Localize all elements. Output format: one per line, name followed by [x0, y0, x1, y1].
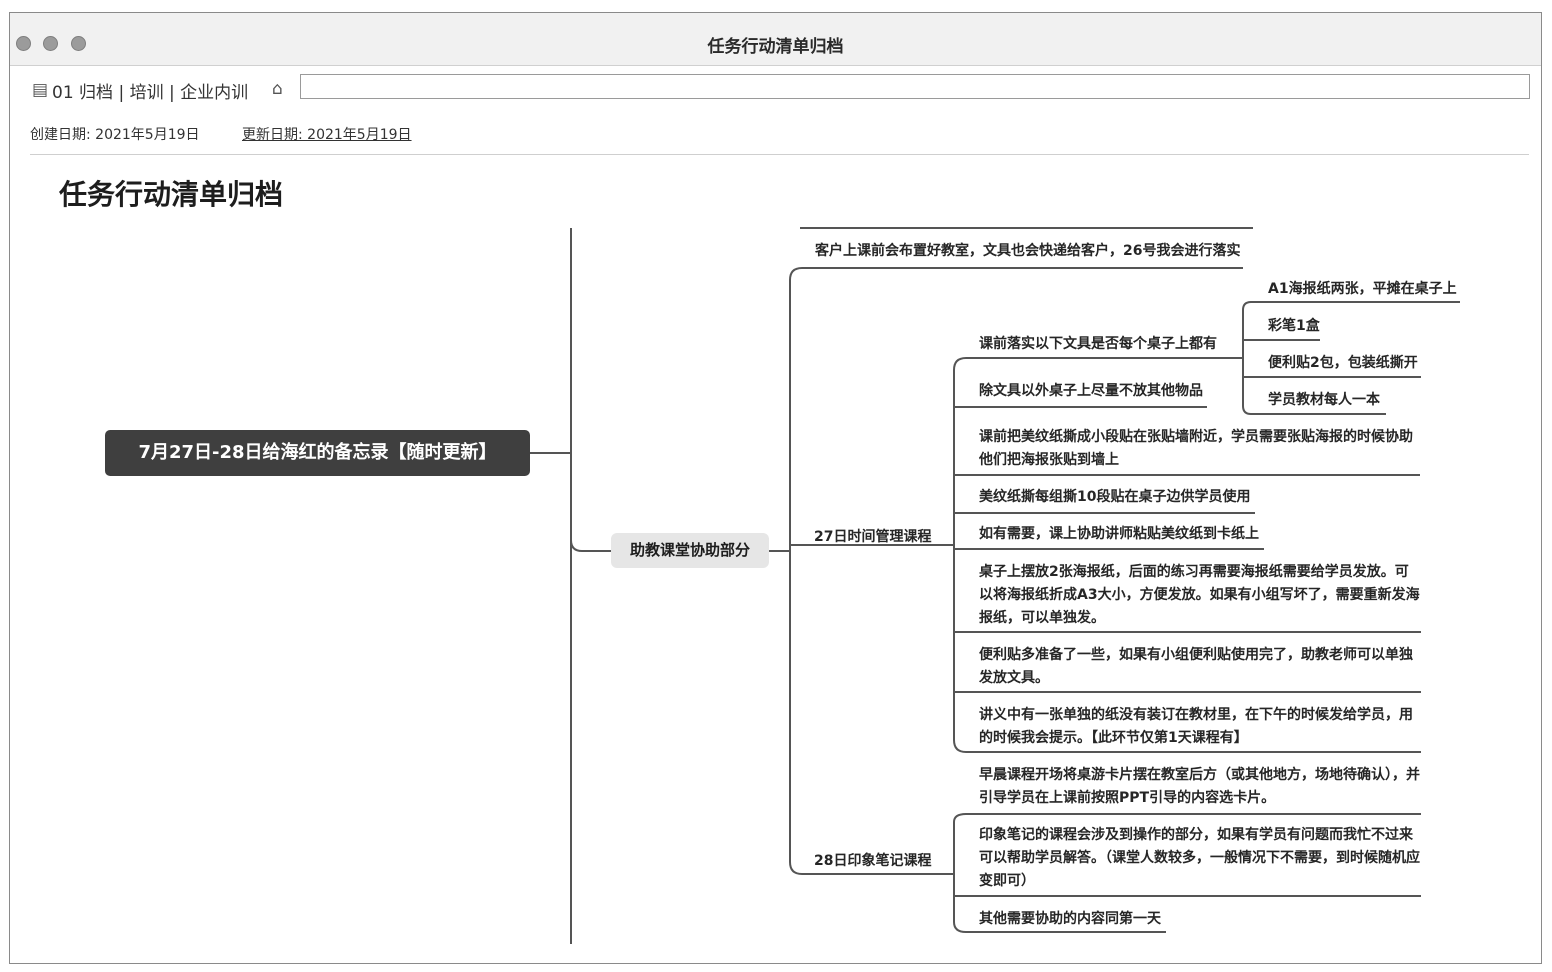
tag-icon[interactable]: ⌂ [272, 79, 283, 99]
header-divider [30, 154, 1529, 155]
updated-date[interactable]: 更新日期: 2021年5月19日 [242, 127, 412, 143]
mindmap-center-node[interactable]: 助教课堂协助部分 [611, 533, 769, 568]
mindmap-node-top[interactable]: 客户上课前会布置好教室，文具也会快递给客户，26号我会进行落实 [815, 243, 1241, 259]
close-window-button[interactable] [16, 36, 31, 51]
mindmap-node-check-item[interactable]: 学员教材每人一本 [1268, 392, 1380, 408]
mindmap-node-item[interactable]: 讲义中有一张单独的纸没有装订在教材里，在下午的时候发给学员，用的时候我会提示。【… [979, 707, 1413, 746]
mindmap-node-check-item[interactable]: 彩笔1盒 [1268, 318, 1320, 334]
mindmap-node-item[interactable]: 美纹纸撕每组撕10段贴在桌子边供学员使用 [979, 489, 1251, 505]
app-window: 任务行动清单归档 ▤ 01 归档 | 培训 | 企业内训 ⌂ 创建日期: 202… [9, 12, 1542, 964]
minimize-window-button[interactable] [43, 36, 58, 51]
mindmap-node-item[interactable]: 其他需要协助的内容同第一天 [979, 911, 1161, 927]
mindmap-node-item[interactable]: 课前把美纹纸撕成小段贴在张贴墙附近，学员需要张贴海报的时候协助他们把海报张贴到墙… [979, 429, 1413, 468]
mindmap-branch-28[interactable]: 28日印象笔记课程 [814, 853, 932, 869]
mindmap-node-check[interactable]: 课前落实以下文具是否每个桌子上都有 [979, 336, 1217, 352]
mindmap-root-node[interactable]: 7月27日-28日给海红的备忘录【随时更新】 [105, 430, 530, 476]
mindmap-node-item[interactable]: 便利贴多准备了一些，如果有小组便利贴使用完了，助教老师可以单独发放文具。 [979, 647, 1413, 686]
mindmap-node-item[interactable]: 桌子上摆放2张海报纸，后面的练习再需要海报纸需要给学员发放。可以将海报纸折成A3… [979, 564, 1420, 626]
mindmap-node-item[interactable]: 除文具以外桌子上尽量不放其他物品 [979, 383, 1203, 399]
mindmap-node-item[interactable]: 印象笔记的课程会涉及到操作的部分，如果有学员有问题而我忙不过来可以帮助学员解答。… [979, 827, 1420, 889]
mindmap-node-item[interactable]: 早晨课程开场将桌游卡片摆在教室后方（或其他地方，场地待确认），并引导学员在上课前… [979, 767, 1420, 806]
zoom-window-button[interactable] [71, 36, 86, 51]
notebook-breadcrumb[interactable]: 01 归档 | 培训 | 企业内训 [52, 83, 249, 103]
note-title[interactable]: 任务行动清单归档 [59, 178, 284, 211]
tag-input[interactable] [300, 74, 1530, 99]
created-date: 创建日期: 2021年5月19日 [30, 127, 200, 143]
notebook-icon[interactable]: ▤ [32, 80, 49, 100]
mindmap-branch-27[interactable]: 27日时间管理课程 [814, 529, 932, 545]
title-bar: 任务行动清单归档 [10, 13, 1541, 66]
mindmap-node-check-item[interactable]: 便利贴2包，包装纸撕开 [1268, 355, 1418, 371]
mindmap-node-item[interactable]: 如有需要，课上协助讲师粘贴美纹纸到卡纸上 [979, 526, 1259, 542]
window-title: 任务行动清单归档 [707, 37, 844, 57]
mindmap-node-check-item[interactable]: A1海报纸两张，平摊在桌子上 [1268, 281, 1457, 297]
